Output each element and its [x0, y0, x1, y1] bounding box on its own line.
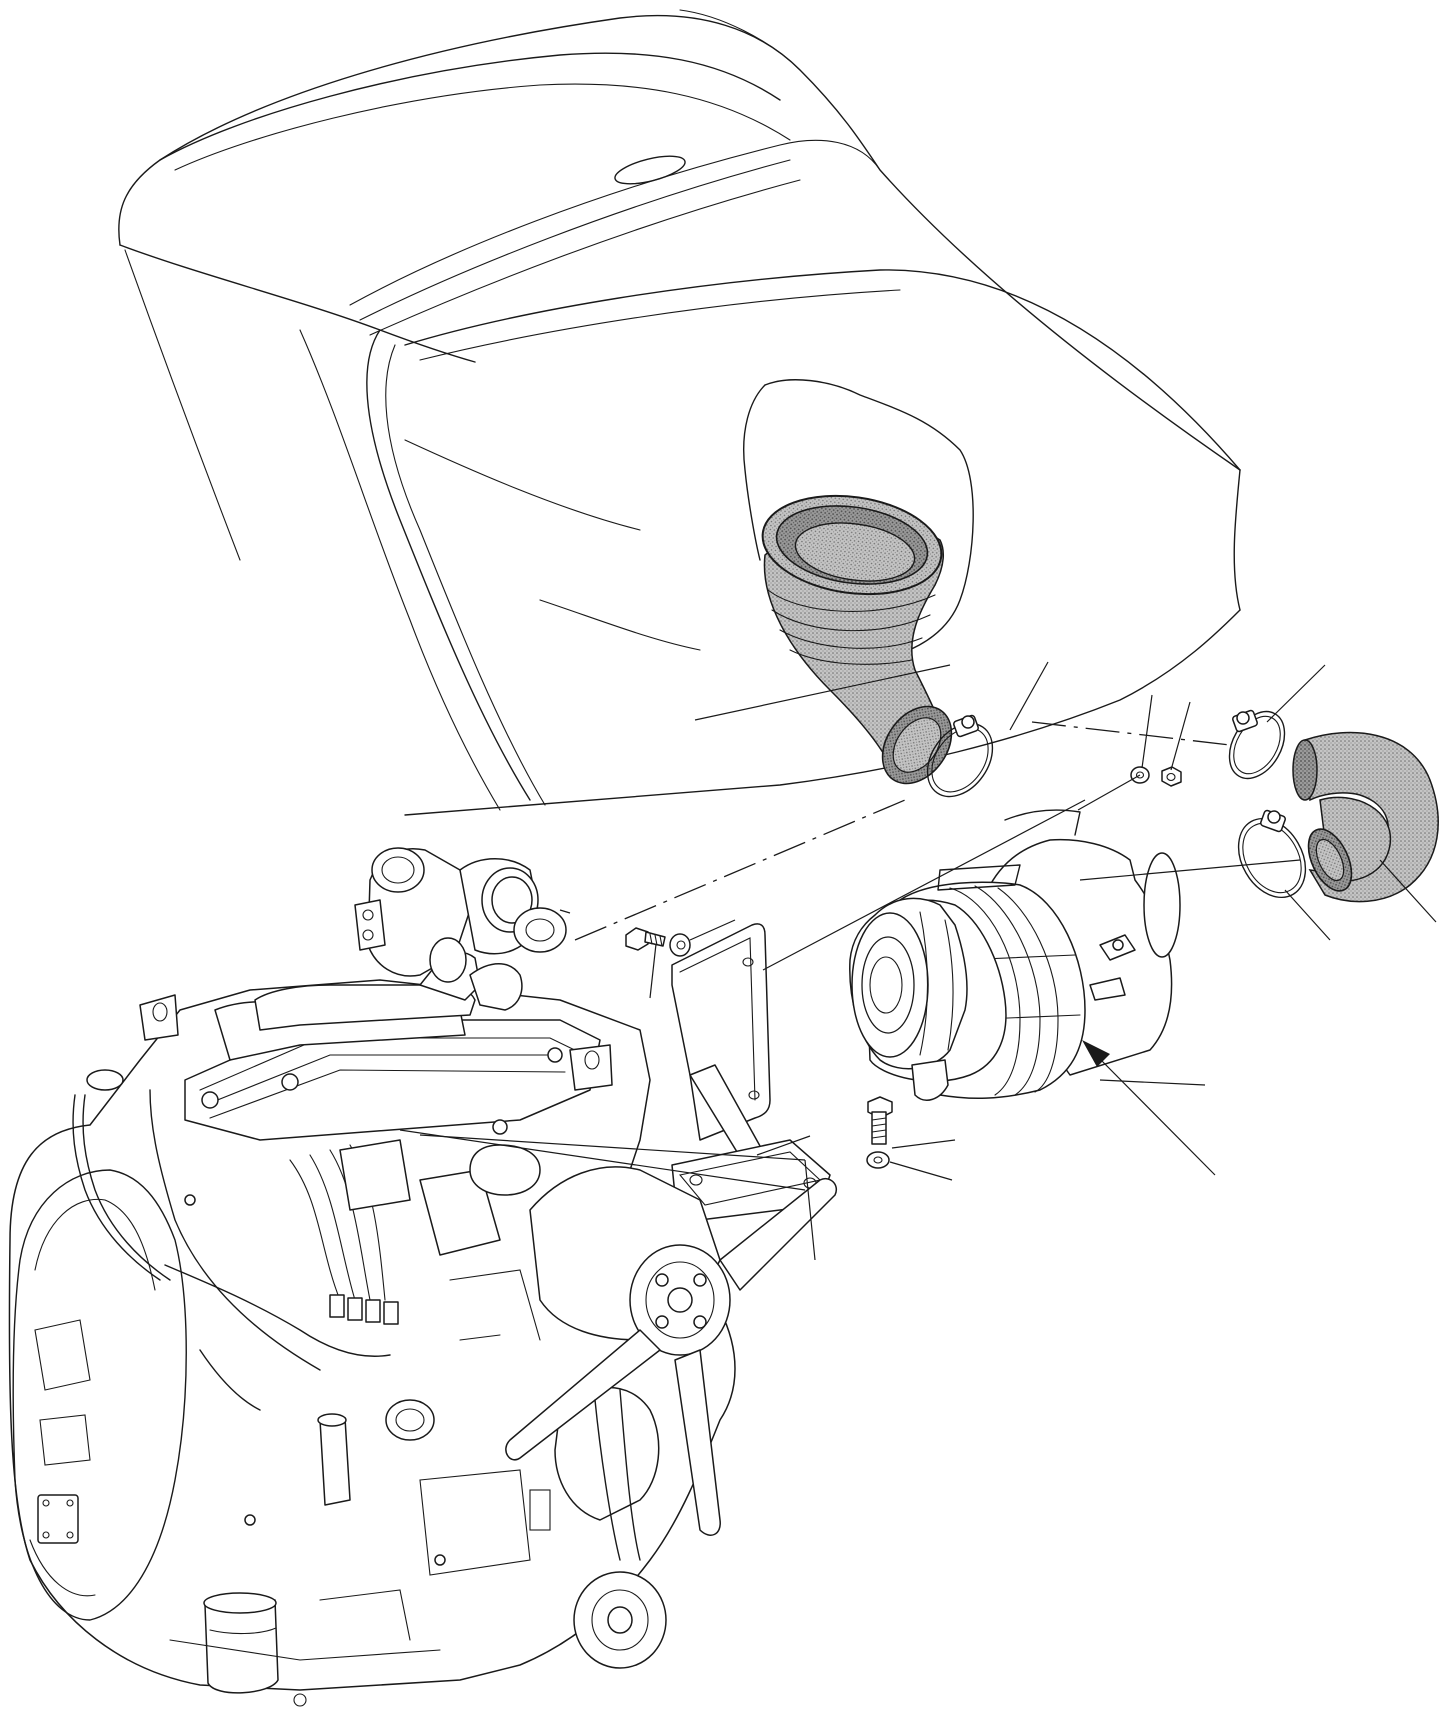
hose-clamp-icon	[926, 714, 994, 798]
bolt-icon	[625, 927, 666, 951]
rubber-intake-bellows-icon	[761, 494, 953, 785]
hose-clamp-icon	[1237, 809, 1307, 899]
rubber-elbow-hose-icon	[1292, 731, 1439, 903]
mounting-bracket-icon	[671, 923, 831, 1221]
engine-hood-outline-icon	[118, 9, 1241, 816]
diesel-engine-assembly-icon	[8, 951, 837, 1707]
air-filter-housing-icon	[849, 809, 1181, 1101]
turbocharger-icon	[354, 847, 567, 983]
assembly-dash-lines	[574, 721, 1231, 941]
leader-lines	[399, 661, 1437, 1261]
washer-icon	[866, 1151, 890, 1169]
hose-clamp-icon	[1228, 709, 1286, 780]
arrow-icon	[1082, 1040, 1216, 1176]
bolt-icon	[867, 1096, 893, 1145]
washer-icon	[669, 933, 691, 957]
